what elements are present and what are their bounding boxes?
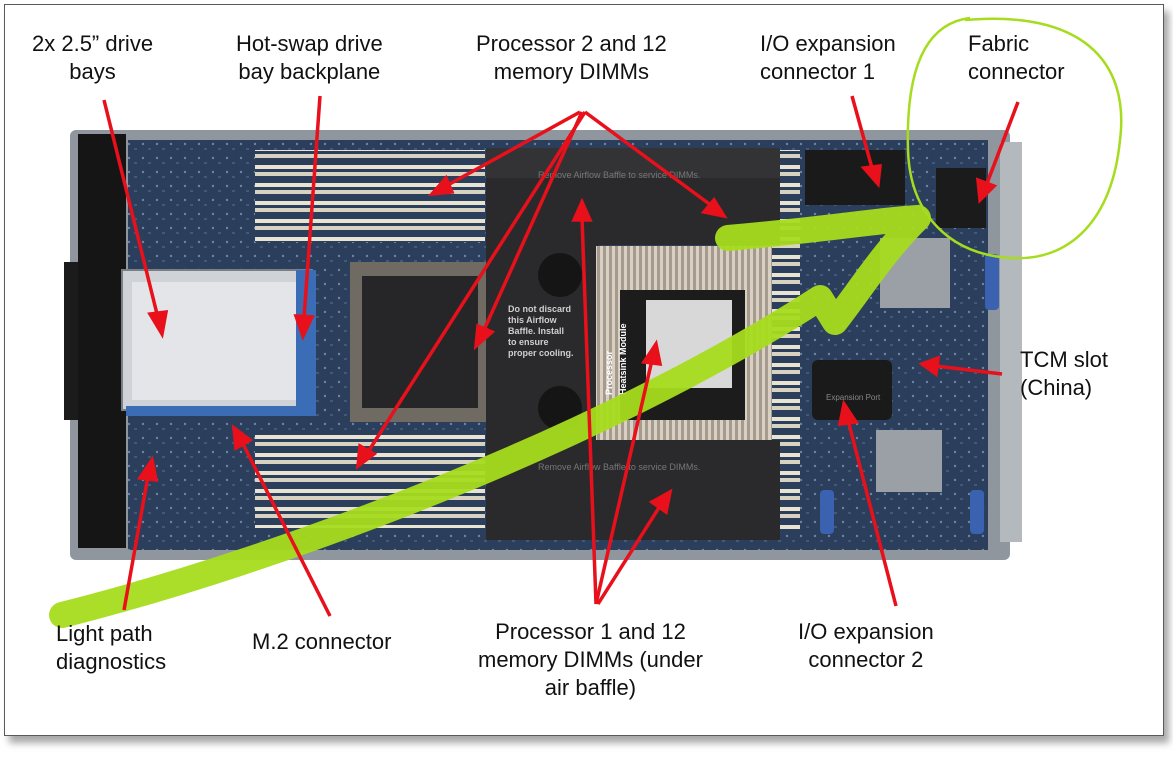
arrow-fabric (984, 101, 1020, 187)
arrow-drive-bays (102, 99, 160, 319)
arrowhead-proc1-right (648, 488, 673, 515)
label-m2-connector-line-1: M.2 connector (252, 629, 392, 654)
label-tcm-slot-line-2: (China) (1020, 375, 1093, 400)
io-connector-2-block: Expansion Port (812, 360, 892, 420)
arrowhead-backplane (293, 314, 315, 341)
label-io-connector-2-line-1: I/O expansion (798, 619, 934, 644)
heatsink-label-1: Processor (604, 350, 614, 395)
arrowhead-tcm (918, 355, 941, 378)
fabric-connector-block (936, 168, 986, 228)
label-io-connector-2-line-2: connector 2 (808, 647, 924, 672)
baffle-note-line-5: proper cooling. (508, 348, 574, 358)
arrow-proc1-right (596, 505, 662, 605)
blue-latch-right-bottom (970, 490, 984, 534)
arrowhead-proc1-left (640, 339, 663, 367)
arrow-proc2-top (445, 110, 581, 188)
arrow-backplane (302, 95, 322, 319)
arrow-m2 (240, 441, 332, 617)
label-io-connector-1: I/O expansion connector 1 (760, 30, 896, 86)
label-processor-1-line-1: Processor 1 and 12 (495, 619, 686, 644)
label-drive-bays: 2x 2.5” drive bays (32, 30, 153, 86)
label-fabric-connector-line-1: Fabric (968, 31, 1030, 56)
arrow-io2 (846, 419, 898, 607)
label-processor-1-line-3: air baffle) (544, 675, 637, 700)
label-io-connector-2: I/O expansion connector 2 (798, 618, 934, 674)
chipset-heatsink-bottom (876, 430, 942, 492)
label-fabric-connector-line-2: connector (968, 59, 1065, 84)
arrowhead-proc2-bottom (355, 443, 378, 470)
arrowhead-proc2-top (427, 174, 455, 197)
arrowhead-m2 (231, 424, 254, 451)
label-drive-bays-line-2: bays (69, 59, 116, 84)
arrowhead-io1 (860, 163, 882, 189)
baffle-note-line-3: Baffle. Install (508, 326, 564, 336)
arrow-proc2-bottom (366, 111, 587, 453)
fabric-highlight-circle (906, 16, 1123, 260)
baffle-note-line-2: this Airflow (508, 315, 558, 325)
arrow-lightpath (122, 475, 150, 611)
baffle-top-text: Remove Airflow Baffle to service DIMMs. (538, 170, 700, 180)
blue-latch-left-bottom (820, 490, 834, 534)
label-m2-connector: M.2 connector (252, 628, 391, 656)
arrowhead-io2 (837, 399, 860, 427)
arrowhead-proc1-mid (571, 197, 593, 222)
label-processor-1-line-2: memory DIMMs (under (478, 647, 703, 672)
processor-2-heatsink (350, 262, 490, 422)
label-drive-bays-line-1: 2x 2.5” drive (32, 31, 154, 56)
label-processor-1: Processor 1 and 12 memory DIMMs (under a… (478, 618, 703, 702)
label-processor-2-line-2: memory DIMMs (493, 59, 649, 84)
label-light-path-line-2: diagnostics (56, 649, 167, 674)
label-tcm-slot: TCM slot (China) (1020, 346, 1108, 402)
baffle-note-line-1: Do not discard (508, 304, 571, 314)
expansion-port-text: Expansion Port (826, 393, 881, 402)
arrow-proc2-mid (482, 111, 584, 331)
label-backplane-line-2: bay backplane (238, 59, 381, 84)
arrowhead-proc2-right (700, 197, 728, 219)
arrow-tcm (935, 364, 1003, 376)
baffle-bottom-text: Remove Airflow Baffle to service DIMMs. (538, 462, 700, 472)
arrow-io1 (850, 95, 874, 169)
arrowhead-lightpath (136, 455, 159, 483)
arrow-proc2-right (583, 110, 714, 208)
drive-cage (121, 269, 316, 416)
label-processor-2: Processor 2 and 12 memory DIMMs (476, 30, 667, 86)
arrow-proc1-left (594, 359, 654, 605)
airflow-highlight (49, 205, 931, 628)
io-connector-1-block (805, 150, 905, 205)
callout-arrows (102, 95, 1020, 617)
arrowhead-fabric (975, 177, 998, 204)
label-io-connector-1-line-1: I/O expansion (760, 31, 896, 56)
label-backplane: Hot-swap drive bay backplane (236, 30, 383, 86)
dimm-bank-top (255, 150, 485, 242)
label-processor-2-line-1: Processor 2 and 12 (476, 31, 667, 56)
label-light-path: Light path diagnostics (56, 620, 166, 676)
arrowhead-drive-bays (147, 309, 169, 339)
arrowhead-proc2-mid (473, 323, 496, 351)
arrow-proc1-mid (580, 217, 598, 605)
label-io-connector-1-line-2: connector 1 (760, 59, 875, 84)
heatsink-label-2: Heatsink Module (618, 323, 628, 395)
label-tcm-slot-line-1: TCM slot (1020, 347, 1108, 372)
label-fabric-connector: Fabric connector (968, 30, 1065, 86)
baffle-note-line-4: to ensure (508, 337, 549, 347)
blue-latch-right-top (985, 254, 999, 310)
label-backplane-line-1: Hot-swap drive (236, 31, 383, 56)
label-light-path-line-1: Light path (56, 621, 153, 646)
